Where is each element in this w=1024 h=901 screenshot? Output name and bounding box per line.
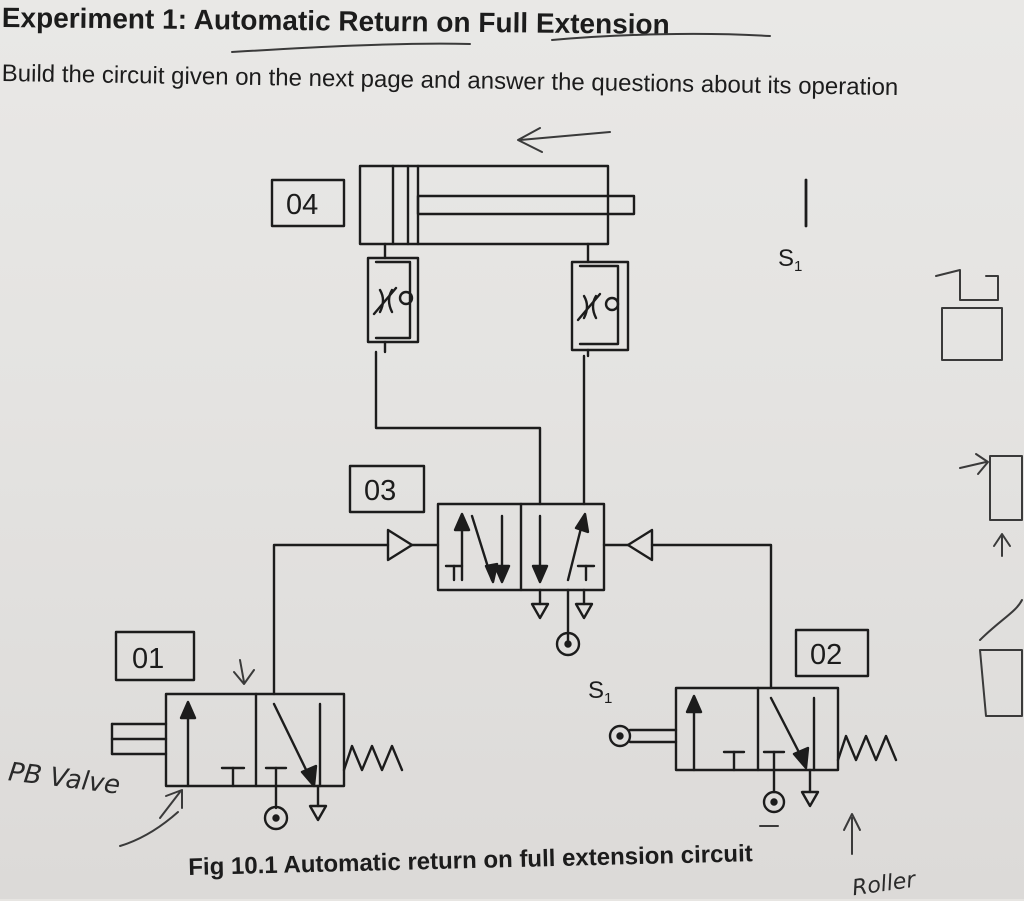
- pen-arrow-retract: [517, 127, 611, 153]
- label-box-01: [114, 630, 196, 682]
- handwritten-annotations: [119, 32, 1023, 855]
- pilot-line-02-to-03: [650, 543, 773, 690]
- label-04: 04: [286, 189, 318, 221]
- label-02: 02: [810, 639, 842, 671]
- pen-sketch-5: [979, 649, 1023, 717]
- label-03: 03: [364, 475, 396, 507]
- flow-control-valve-right: [570, 242, 630, 358]
- label-box-02: [794, 628, 870, 678]
- pen-arrow-pb: [159, 789, 183, 819]
- label-box-04: [270, 178, 346, 228]
- pilot-line-01-to-03: [272, 543, 390, 696]
- sensor-label-s1: S1: [778, 245, 802, 275]
- pen-sketch-4: [979, 599, 1023, 641]
- pen-sketch-arrow: [959, 453, 989, 475]
- line-cylinder-cap-to-valve: [374, 350, 542, 506]
- pen-arrow-01: [233, 659, 255, 685]
- label-01: 01: [132, 643, 164, 675]
- pen-sketch-1: [935, 269, 999, 301]
- pushbutton-valve-01: [110, 692, 404, 831]
- pen-underline-heading: [231, 42, 471, 53]
- pen-sketch-3: [989, 455, 1023, 521]
- pen-arrow-roller: [843, 813, 861, 855]
- pen-stroke-pb: [119, 811, 179, 847]
- pen-sketch-up: [993, 533, 1011, 557]
- directional-valve-03: [386, 502, 654, 657]
- cylinder-04: [358, 164, 636, 246]
- label-box-03: [348, 464, 426, 514]
- trip-label-s1: S1: [588, 677, 612, 707]
- roller-valve-02: [608, 686, 898, 814]
- pen-sketch-2: [941, 307, 1003, 361]
- pen-underline-heading-2: [551, 32, 771, 41]
- flow-control-valve-left: [366, 242, 420, 354]
